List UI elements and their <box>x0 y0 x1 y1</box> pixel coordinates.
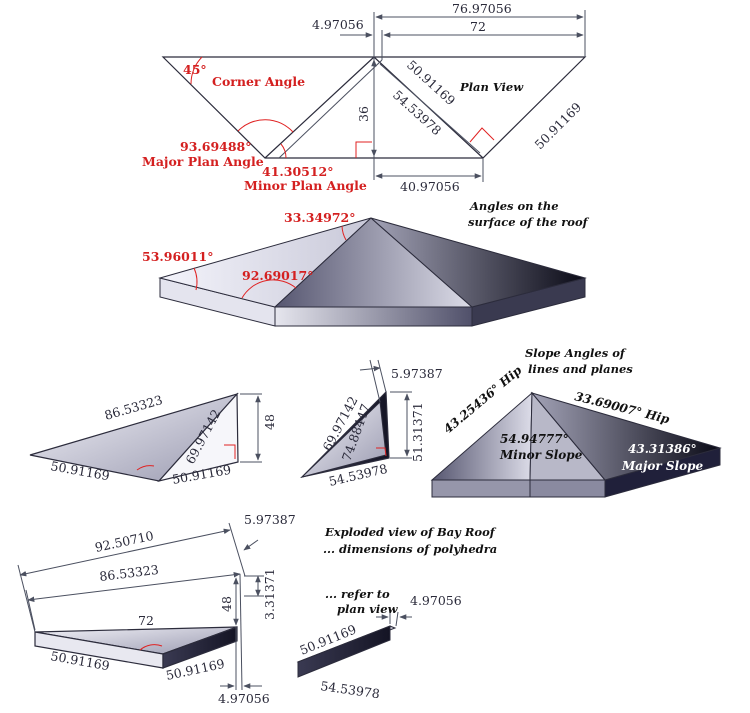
ex-ext-left-2 <box>25 589 36 631</box>
ex-top: 86.53323 <box>99 562 160 584</box>
angle-arc-top <box>341 225 347 241</box>
angle-arc-left <box>193 267 198 291</box>
surface-title-1: Angles on the <box>469 199 559 213</box>
corner-angle-arc <box>190 56 203 85</box>
angle-arc-mid <box>241 279 297 299</box>
tri-major: 86.53323 69.97142 48 50.91169 50.91169 <box>29 392 277 487</box>
right-angle-mark-hip <box>469 127 495 143</box>
ex-right-dim: 5.97387 <box>244 512 296 527</box>
major-angle-value: 93.69488° <box>180 139 251 154</box>
tri-minor-inner <box>300 400 387 478</box>
major-slope-label: Major Slope <box>621 459 704 473</box>
major-angle-label: Major Plan Angle <box>142 154 264 169</box>
sp-note-1: ... refer to <box>325 587 390 601</box>
corner-angle-label: Corner Angle <box>212 74 305 89</box>
tri-minor-top-dim: 5.97387 <box>391 366 443 381</box>
plan-view: Plan View 4.97056 76.97056 72 36 40.9705… <box>142 1 587 194</box>
ex-height: 48 <box>219 596 234 612</box>
slope-face-right <box>530 392 722 481</box>
surface-view: Angles on the surface of the roof 33.349… <box>142 199 590 327</box>
ex-bottom-dim: 4.97056 <box>218 691 270 706</box>
ex-ext-right-a <box>228 522 246 577</box>
ex-small-height: 3.31371 <box>262 568 277 620</box>
exploded-view: Exploded view of Bay Roof ... dimensions… <box>17 512 497 706</box>
dim-top: 72 <box>470 19 486 34</box>
minor-angle-value: 41.30512° <box>262 164 333 179</box>
dim-side: 50.91169 <box>532 99 585 152</box>
tri-major-side <box>157 392 239 483</box>
minor-slope-value: 54.94777° <box>500 432 569 446</box>
minor-angle-arc <box>280 143 287 159</box>
small-piece: ... refer to plan view 4.97056 50.91169 … <box>296 587 462 701</box>
minor-slope-label: Minor Slope <box>499 448 583 462</box>
surface-title-2: surface of the roof <box>468 215 590 229</box>
tri-minor-height: 51.31371 <box>410 402 425 462</box>
exploded-front-right <box>162 626 238 669</box>
angle-mid-value: 92.69017° <box>242 268 313 283</box>
tri-major-height: 48 <box>262 414 277 430</box>
ex-overall-line <box>19 528 231 577</box>
major-angle-arc <box>237 119 294 133</box>
tri-minor-right-angle <box>376 447 387 457</box>
ex-right-dim-line <box>243 539 259 551</box>
small-piece-face <box>297 625 391 678</box>
tri-major-right-angle <box>224 444 236 459</box>
tri-minor: 5.97387 69.97142 74.88447 51.31371 54.53… <box>300 359 443 489</box>
roof-slab-front-right <box>274 306 473 327</box>
tri-minor-ext-b <box>377 359 387 393</box>
ex-overall: 92.50710 <box>94 528 156 555</box>
tri-minor-ext-a <box>369 359 381 403</box>
slope-slab-mid <box>529 479 606 498</box>
plan-hip-offset-right <box>379 63 481 154</box>
exploded-title-1: Exploded view of Bay Roof <box>324 525 497 539</box>
slope-view: Slope Angles of lines and planes 43.2543… <box>430 346 722 498</box>
dim-top-left: 4.97056 <box>312 17 364 32</box>
tri-minor-top-dim-line <box>359 365 381 372</box>
ex-ext-right-b <box>239 573 243 691</box>
angle-left-value: 53.96011° <box>142 249 213 264</box>
slope-title-1: Slope Angles of <box>525 346 627 360</box>
slope-title-2: lines and planes <box>528 362 633 376</box>
dim-height: 36 <box>356 106 371 122</box>
exploded-title-2: ... dimensions of polyhedra <box>323 542 497 556</box>
roof-face-right <box>370 217 587 308</box>
dim-overall: 76.97056 <box>452 1 512 16</box>
plan-hip-offset <box>278 59 383 159</box>
dim-bottom: 40.97056 <box>400 179 460 194</box>
corner-angle-value: 45° <box>183 62 207 77</box>
minor-angle-label: Minor Plan Angle <box>244 178 367 193</box>
major-slope-value: 43.31386° <box>628 442 697 456</box>
ex-top-line <box>27 571 241 603</box>
exploded-arc <box>139 644 163 651</box>
sp-note-2: plan view <box>337 602 399 616</box>
sp-lower: 54.53978 <box>320 678 381 701</box>
angle-top-value: 33.34972° <box>284 210 355 225</box>
ex-inner: 72 <box>138 613 154 628</box>
plan-view-label: Plan View <box>459 80 524 94</box>
tri-major-arc <box>136 465 155 471</box>
sp-top-dim: 4.97056 <box>410 593 462 608</box>
sp-ext-b <box>395 611 399 627</box>
right-angle-mark <box>355 141 372 158</box>
slope-slab-front <box>431 479 531 498</box>
